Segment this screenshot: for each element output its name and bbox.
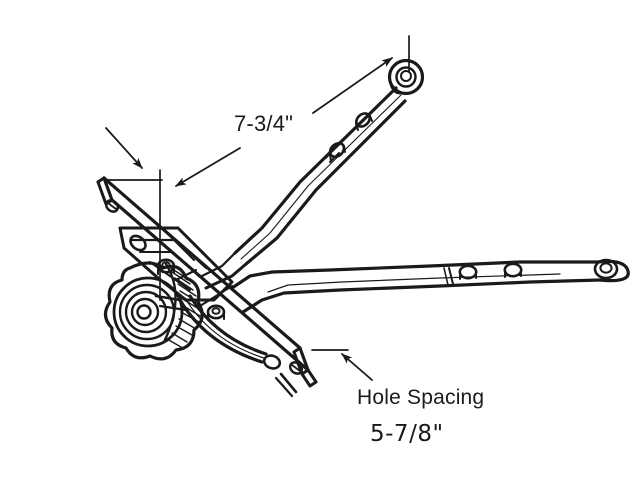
mounting-bracket-plate: [96, 176, 318, 398]
dimension-arrow-bracket: [105, 127, 143, 169]
dimension-label-upper-arm: 7-3/4": [234, 111, 294, 136]
dimension-leader-left: [175, 147, 241, 187]
hole-spacing-label: Hole Spacing: [357, 386, 485, 409]
dimension-leader-right: [312, 57, 393, 114]
dimension-label-hole-spacing: 5-7/8": [370, 421, 444, 447]
upper-arm: [198, 58, 425, 290]
lower-arm: [230, 258, 630, 314]
operator-knob-handle: [103, 261, 204, 361]
hole-spacing-leader: [311, 349, 373, 381]
